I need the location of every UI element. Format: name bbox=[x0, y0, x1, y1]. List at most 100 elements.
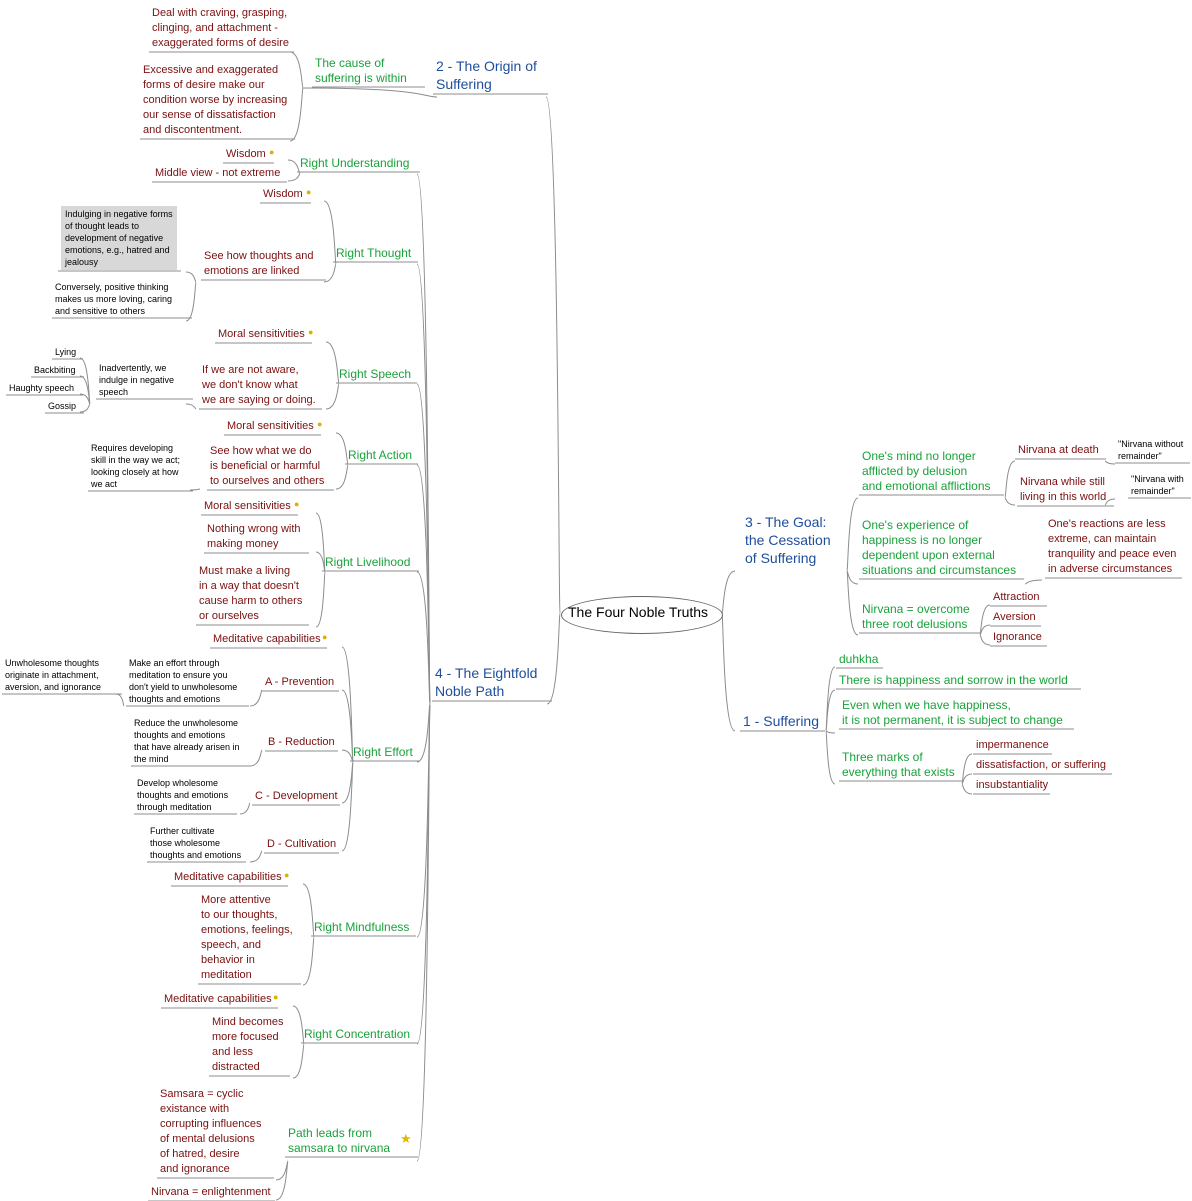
node-goal-death[interactable]: Nirvana at death bbox=[1018, 444, 1099, 456]
node-path-concentration[interactable]: Right Concentration bbox=[304, 1027, 411, 1041]
node-goal-ignorance[interactable]: Ignorance bbox=[993, 631, 1042, 643]
branch-connector bbox=[1104, 498, 1116, 506]
node-origin-deal[interactable]: Deal with craving, grasping, clinging, a… bbox=[152, 7, 289, 49]
node-path-m-more[interactable]: More attentive to our thoughts, emotions… bbox=[201, 894, 293, 981]
node-path-e-a-text[interactable]: Make an effort through meditation to ens… bbox=[129, 658, 238, 704]
node-path-nirvana[interactable]: Nirvana = enlightenment bbox=[151, 1186, 271, 1198]
branch-connector bbox=[335, 464, 349, 490]
node-path-l-nothing[interactable]: Nothing wrong with making money bbox=[207, 523, 301, 550]
node-path-samsara[interactable]: Samsara = cyclic existance with corrupti… bbox=[160, 1088, 262, 1175]
branch-connector bbox=[961, 783, 973, 795]
node-path-c-mind[interactable]: Mind becomes more focused and less distr… bbox=[212, 1016, 284, 1073]
node-path-a-req[interactable]: Requires developing skill in the way we … bbox=[91, 443, 181, 489]
branch-connector bbox=[325, 383, 340, 410]
node-path-s-inadv[interactable]: Inadvertently, we indulge in negative sp… bbox=[99, 363, 175, 397]
branch-connector bbox=[323, 200, 337, 265]
node-goal-title[interactable]: 3 - The Goal: the Cessation of Suffering bbox=[745, 514, 831, 566]
node-goal-attraction[interactable]: Attraction bbox=[993, 591, 1040, 603]
node-path-s-lying[interactable]: Lying bbox=[55, 347, 77, 357]
branch-connector bbox=[846, 570, 859, 636]
node-path-e-med[interactable]: Meditative capabilities bbox=[213, 633, 321, 645]
node-suffering-title[interactable]: 1 - Suffering bbox=[743, 713, 820, 729]
node-suffering-dis[interactable]: dissatisfaction, or suffering bbox=[976, 759, 1107, 771]
node-path-s-moral[interactable]: Moral sensitivities bbox=[218, 328, 305, 340]
branch-connector bbox=[341, 749, 354, 763]
node-goal-exp[interactable]: One's experience of happiness is no long… bbox=[862, 518, 1017, 577]
branch-connector bbox=[249, 689, 263, 707]
node-path-leads[interactable]: Path leads from samsara to nirvana bbox=[288, 1126, 391, 1155]
node-path-e-d-text[interactable]: Further cultivate those wholesome though… bbox=[150, 826, 242, 860]
root-node-border bbox=[561, 596, 723, 634]
branch-connector bbox=[416, 571, 431, 705]
node-path-mindfulness[interactable]: Right Mindfulness bbox=[314, 920, 410, 934]
node-path-e-b[interactable]: B - Reduction bbox=[268, 736, 335, 748]
node-path-e-c[interactable]: C - Development bbox=[255, 790, 338, 802]
branch-connector bbox=[416, 703, 431, 763]
node-path-u-wisdom[interactable]: Wisdom bbox=[226, 148, 266, 160]
branch-connector bbox=[825, 730, 836, 785]
lightbulb-icon: ● bbox=[308, 327, 314, 337]
node-path-action[interactable]: Right Action bbox=[348, 448, 413, 462]
node-path-m-med[interactable]: Meditative capabilities bbox=[174, 871, 282, 883]
node-goal-with[interactable]: "Nirvana with remainder" bbox=[1131, 474, 1184, 496]
node-root[interactable]: The Four Noble Truths bbox=[568, 604, 709, 620]
node-path-t-pos[interactable]: Conversely, positive thinking makes us m… bbox=[55, 282, 173, 316]
node-path-u-middle[interactable]: Middle view - not extreme bbox=[155, 167, 281, 179]
branch-connector bbox=[325, 341, 340, 385]
node-origin-cause[interactable]: The cause of suffering is within bbox=[315, 56, 407, 85]
branch-connector bbox=[185, 281, 197, 322]
node-path-s-aware[interactable]: If we are not aware, we don't know what … bbox=[202, 364, 316, 406]
node-goal-aversion[interactable]: Aversion bbox=[993, 611, 1036, 623]
node-origin-excess[interactable]: Excessive and exaggerated forms of desir… bbox=[143, 64, 288, 136]
node-path-a-moral[interactable]: Moral sensitivities bbox=[227, 420, 314, 432]
node-path-understanding[interactable]: Right Understanding bbox=[300, 156, 410, 170]
branch-connector bbox=[1004, 497, 1016, 506]
branch-connector bbox=[302, 883, 315, 938]
node-path-t-wisdom[interactable]: Wisdom bbox=[263, 188, 303, 200]
node-path-a-see[interactable]: See how what we do is beneficial or harm… bbox=[210, 445, 325, 487]
node-path-l-must[interactable]: Must make a living in a way that doesn't… bbox=[199, 565, 303, 622]
branch-connector bbox=[341, 646, 354, 763]
node-path-s-back[interactable]: Backbiting bbox=[34, 365, 76, 375]
lightbulb-icon: ● bbox=[294, 499, 300, 509]
node-path-c-med[interactable]: Meditative capabilities bbox=[164, 993, 272, 1005]
branch-connector bbox=[846, 570, 859, 585]
branch-connector bbox=[721, 570, 736, 615]
branch-connector bbox=[341, 689, 354, 763]
node-path-e-d[interactable]: D - Cultivation bbox=[267, 838, 337, 850]
node-suffering-imp[interactable]: impermanence bbox=[976, 739, 1049, 751]
node-path-thought[interactable]: Right Thought bbox=[336, 246, 412, 260]
node-suffering-duhkha[interactable]: duhkha bbox=[839, 652, 879, 666]
node-path-e-a[interactable]: A - Prevention bbox=[265, 676, 335, 688]
node-path-effort[interactable]: Right Effort bbox=[353, 745, 413, 759]
node-path-s-haughty[interactable]: Haughty speech bbox=[9, 383, 75, 393]
node-suffering-happy[interactable]: There is happiness and sorrow in the wor… bbox=[839, 673, 1068, 687]
node-goal-without[interactable]: "Nirvana without remainder" bbox=[1118, 439, 1184, 461]
node-origin-title[interactable]: 2 - The Origin of Suffering bbox=[436, 58, 537, 92]
branch-connector bbox=[115, 693, 125, 707]
node-suffering-ins[interactable]: insubstantiality bbox=[976, 779, 1049, 791]
node-path-t-neg[interactable]: Indulging in negative forms of thought l… bbox=[61, 206, 177, 270]
node-path-s-gossip[interactable]: Gossip bbox=[48, 401, 77, 411]
branch-connector bbox=[721, 613, 736, 732]
node-path-t-see[interactable]: See how thoughts and emotions are linked bbox=[204, 250, 314, 277]
node-suffering-even[interactable]: Even when we have happiness, it is not p… bbox=[842, 698, 1063, 727]
node-path-l-moral[interactable]: Moral sensitivities bbox=[204, 500, 291, 512]
node-goal-mind[interactable]: One's mind no longer afflicted by delusi… bbox=[862, 449, 991, 493]
node-goal-overcome[interactable]: Nirvana = overcome three root delusions bbox=[862, 602, 970, 631]
node-goal-living[interactable]: Nirvana while still living in this world bbox=[1020, 476, 1107, 503]
node-path-e-a-sub[interactable]: Unwholesome thoughts originate in attach… bbox=[5, 658, 102, 692]
node-path-title[interactable]: 4 - The Eightfold Noble Path bbox=[435, 665, 538, 699]
lightbulb-icon: ● bbox=[269, 147, 275, 157]
node-path-e-c-text[interactable]: Develop wholesome thoughts and emotions … bbox=[137, 778, 229, 812]
branch-connector bbox=[825, 730, 836, 734]
node-path-speech[interactable]: Right Speech bbox=[339, 367, 412, 381]
branch-connector bbox=[846, 497, 859, 572]
node-path-livelihood[interactable]: Right Livelihood bbox=[325, 555, 411, 569]
node-suffering-three[interactable]: Three marks of everything that exists bbox=[842, 750, 955, 779]
branch-connector bbox=[1024, 579, 1043, 585]
branch-connector bbox=[185, 271, 197, 283]
lightbulb-icon: ● bbox=[306, 187, 312, 197]
node-path-e-b-text[interactable]: Reduce the unwholesome thoughts and emot… bbox=[134, 718, 240, 764]
node-goal-react[interactable]: One's reactions are less extreme, can ma… bbox=[1048, 518, 1177, 575]
